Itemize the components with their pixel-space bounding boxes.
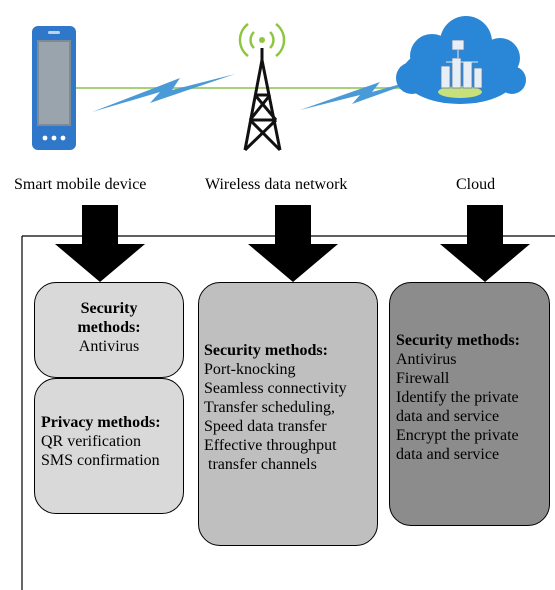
device-privacy-heading: Privacy methods:	[41, 414, 161, 431]
network-security-box: Security methods: Port-knocking Seamless…	[198, 282, 378, 546]
cell-tower-icon	[243, 48, 282, 152]
cloud-security-heading: Security methods:	[396, 332, 520, 349]
cloud-server-icon	[396, 16, 526, 104]
smartphone-icon	[32, 26, 76, 150]
wireless-bolt-icon-2	[300, 76, 430, 110]
column-label-network: Wireless data network	[205, 176, 348, 193]
down-arrow-icon-cloud	[440, 205, 530, 282]
network-illustration	[32, 16, 526, 152]
cloud-security-item: Antivirus	[396, 351, 457, 368]
device-security-heading-1: Security	[80, 300, 138, 317]
signal-waves-icon	[238, 23, 286, 57]
network-security-item: Port-knocking	[204, 361, 296, 378]
network-security-item: transfer channels	[204, 456, 317, 473]
cloud-security-item: data and service	[396, 446, 500, 463]
device-privacy-item: SMS confirmation	[41, 452, 160, 469]
cloud-security-item: Firewall	[396, 370, 450, 387]
device-security-heading-2: methods:	[77, 319, 141, 336]
network-security-item: Effective throughput	[204, 437, 337, 454]
device-privacy-item: QR verification	[41, 433, 141, 450]
network-security-item: Speed data transfer	[204, 418, 327, 435]
device-security-box: Security methods: Antivirus	[34, 282, 184, 378]
down-arrow-icon-device	[55, 205, 145, 282]
device-security-item: Antivirus	[78, 338, 140, 355]
cloud-security-box: Security methods: Antivirus Firewall Ide…	[389, 282, 550, 526]
down-arrow-icon-network	[248, 205, 338, 282]
device-privacy-box: Privacy methods: QR verification SMS con…	[34, 378, 184, 514]
network-security-item: Transfer scheduling,	[204, 399, 335, 416]
network-security-item: Seamless connectivity	[204, 380, 347, 397]
column-label-cloud: Cloud	[456, 176, 496, 193]
cloud-security-item: Identify the private	[396, 389, 519, 406]
cloud-security-item: Encrypt the private	[396, 427, 519, 444]
wireless-bolt-icon	[92, 74, 235, 112]
network-security-heading: Security methods:	[204, 342, 328, 359]
cloud-security-item: data and service	[396, 408, 500, 425]
column-label-device: Smart mobile device	[14, 176, 147, 193]
